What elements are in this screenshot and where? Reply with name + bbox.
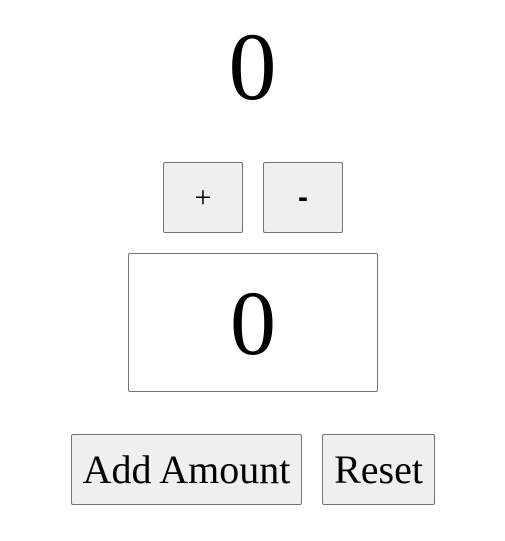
add-amount-button[interactable]: Add Amount [71,434,302,505]
amount-input[interactable] [128,253,378,392]
decrement-button[interactable]: - [263,162,343,233]
counter-display: 0 [228,13,277,120]
increment-button[interactable]: + [163,162,243,233]
reset-button[interactable]: Reset [322,434,435,505]
